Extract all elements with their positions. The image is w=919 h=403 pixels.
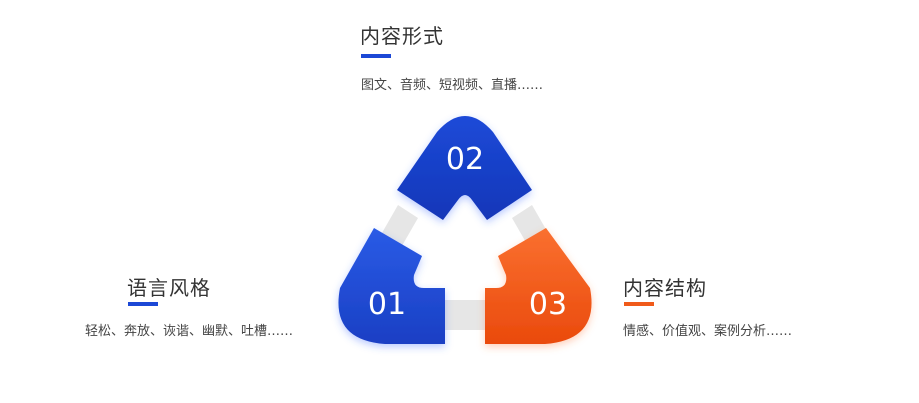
item-03-title: 内容结构: [623, 276, 707, 300]
segment-02[interactable]: 02: [397, 116, 532, 220]
item-01-underline: [128, 302, 158, 306]
segment-03-number: 03: [529, 287, 567, 322]
connector-bottom: [440, 300, 490, 330]
item-01-title: 语言风格: [127, 276, 211, 300]
item-02-underline: [361, 54, 391, 58]
item-03-desc: 情感、价值观、案例分析……: [623, 324, 793, 339]
segment-01[interactable]: 01: [338, 228, 445, 344]
segment-01-number: 01: [368, 287, 406, 322]
item-01-desc: 轻松、奔放、诙谐、幽默、吐槽……: [85, 324, 294, 339]
item-02-title: 内容形式: [360, 24, 444, 48]
segment-02-number: 02: [446, 142, 484, 177]
segment-03[interactable]: 03: [485, 228, 592, 344]
item-02-desc: 图文、音频、短视频、直播……: [361, 78, 544, 93]
item-03-underline: [624, 302, 654, 306]
